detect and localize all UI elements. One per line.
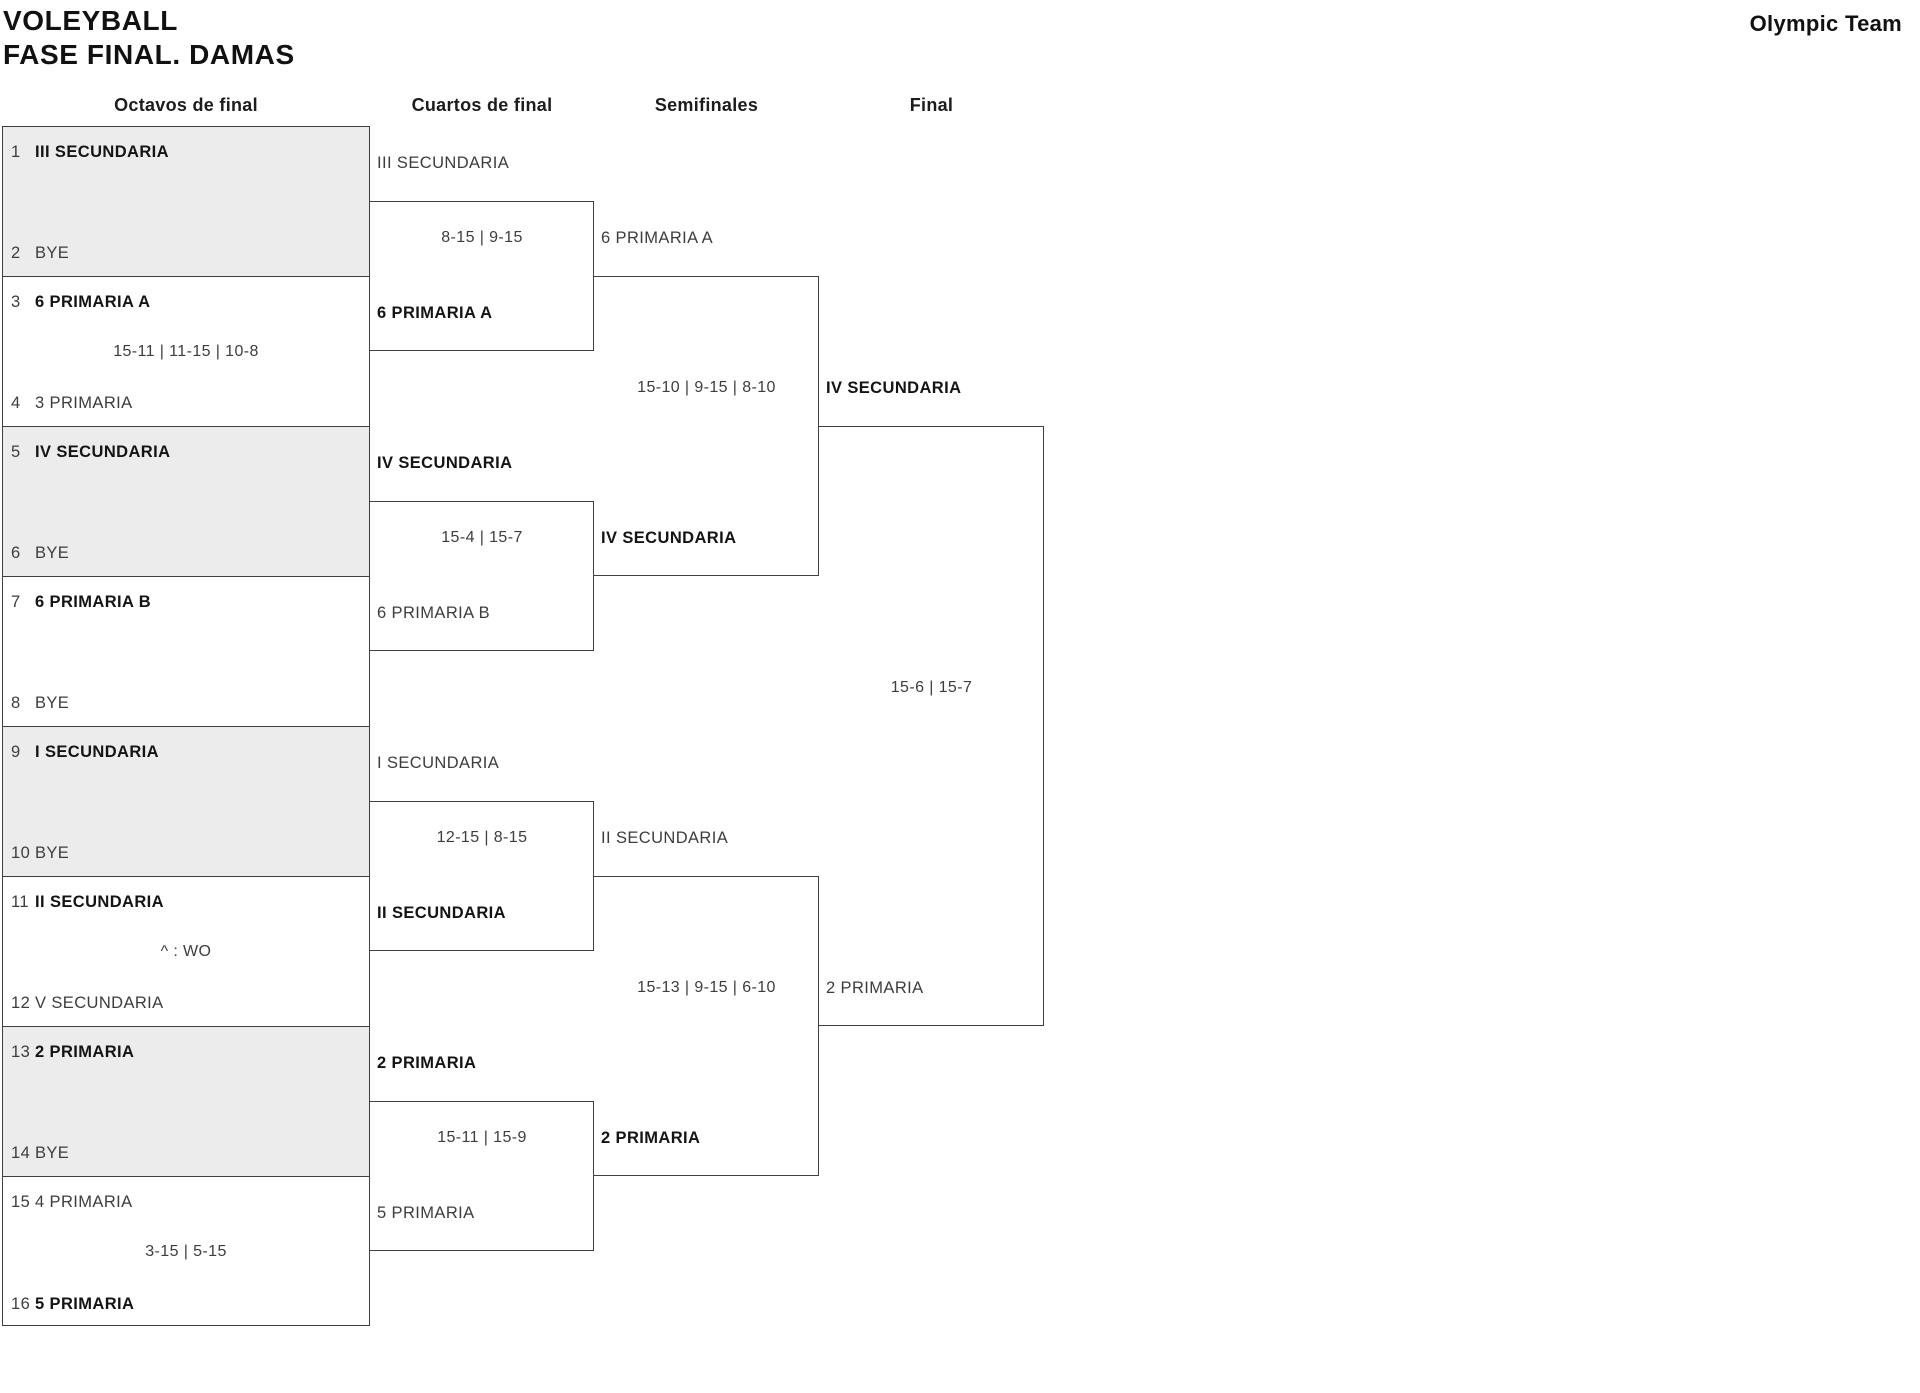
title-line-2: FASE FINAL. DAMAS <box>3 39 295 70</box>
match-box-4: 7 6 PRIMARIA B 8 BYE <box>3 577 369 727</box>
team-name: III SECUNDARIA <box>35 143 169 161</box>
seed-number: 9 <box>11 743 21 761</box>
team-name: V SECUNDARIA <box>35 994 164 1012</box>
walkover-note: ^ : WO <box>160 942 212 960</box>
round-header-octavos: Octavos de final <box>114 95 258 115</box>
match-score: 15-11 | 15-9 <box>437 1129 527 1146</box>
team-label: 6 PRIMARIA A <box>601 229 714 247</box>
team-name: 5 PRIMARIA <box>35 1295 135 1313</box>
team-row: 5 IV SECUNDARIA <box>11 440 363 464</box>
team-name: BYE <box>35 544 70 562</box>
bracket-outline-semifinal-2 <box>594 876 819 1176</box>
title-line-1: VOLEYBALL <box>3 5 178 36</box>
team-label: IV SECUNDARIA <box>601 529 737 547</box>
match-score: 15-6 | 15-7 <box>890 679 973 696</box>
team-name: BYE <box>35 844 70 862</box>
match-score: 15-4 | 15-7 <box>441 529 523 546</box>
bracket-outline-semifinal-1 <box>594 276 819 576</box>
team-name: IV SECUNDARIA <box>35 443 171 461</box>
team-label: 2 PRIMARIA <box>377 1054 477 1072</box>
seed-number: 1 <box>11 143 21 161</box>
match-score: 3-15 | 5-15 <box>145 1243 227 1260</box>
seed-number: 10 <box>11 844 31 862</box>
team-name: 4 PRIMARIA <box>35 1193 133 1211</box>
match-score: 15-11 | 11-15 | 10-8 <box>113 342 259 360</box>
team-name: I SECUNDARIA <box>35 743 159 761</box>
bracket-outline-cuartos-3 <box>370 801 594 951</box>
match-box-1: 1 III SECUNDARIA 2 BYE <box>3 127 369 277</box>
team-label: IV SECUNDARIA <box>377 454 513 472</box>
team-row: 6 BYE <box>11 541 363 565</box>
seed-number: 6 <box>11 544 21 562</box>
team-name: BYE <box>35 244 70 262</box>
seed-number: 8 <box>11 694 21 712</box>
team-name: BYE <box>35 1144 70 1162</box>
team-label: I SECUNDARIA <box>377 754 500 772</box>
match-box-3: 5 IV SECUNDARIA 6 BYE <box>3 427 369 577</box>
bracket-outline-cuartos-1 <box>370 201 594 351</box>
seed-number: 3 <box>11 293 21 311</box>
team-label: III SECUNDARIA <box>377 154 510 172</box>
team-row: 2 BYE <box>11 241 363 265</box>
team-row: 9 I SECUNDARIA <box>11 740 363 764</box>
team-row: 8 BYE <box>11 691 363 715</box>
match-score: 12-15 | 8-15 <box>436 829 528 846</box>
team-row: 7 6 PRIMARIA B <box>11 590 363 614</box>
team-label: IV SECUNDARIA <box>826 379 962 397</box>
team-row: 1 III SECUNDARIA <box>11 140 363 164</box>
team-name: 3 PRIMARIA <box>35 394 133 412</box>
seed-number: 11 <box>11 893 29 911</box>
seed-number: 5 <box>11 443 21 461</box>
match-score: 15-10 | 9-15 | 8-10 <box>637 379 776 396</box>
team-label: II SECUNDARIA <box>601 829 729 847</box>
team-row: 3 6 PRIMARIA A <box>11 290 363 314</box>
team-name: 6 PRIMARIA B <box>35 593 152 611</box>
team-name: II SECUNDARIA <box>35 893 164 911</box>
team-label: 2 PRIMARIA <box>826 979 924 997</box>
team-name: 2 PRIMARIA <box>35 1043 135 1061</box>
seed-number: 2 <box>11 244 21 262</box>
seed-number: 15 <box>11 1193 31 1211</box>
team-label: 5 PRIMARIA <box>377 1204 475 1222</box>
match-box-2: 3 6 PRIMARIA A 15-11 | 11-15 | 10-8 4 3 PR… <box>3 277 369 427</box>
bracket-outline-cuartos-4 <box>370 1101 594 1251</box>
team-label: II SECUNDARIA <box>377 904 506 922</box>
match-score: 8-15 | 9-15 <box>441 229 523 246</box>
seed-number: 12 <box>11 994 31 1012</box>
team-label: 6 PRIMARIA A <box>377 304 493 322</box>
team-row: 11 II SECUNDARIA <box>11 890 363 914</box>
team-row: 4 3 PRIMARIA <box>11 391 363 415</box>
team-label: 6 PRIMARIA B <box>377 604 491 622</box>
bracket-outline-cuartos-2 <box>370 501 594 651</box>
page-title: VOLEYBALL FASE FINAL. DAMAS <box>3 4 295 72</box>
seed-number: 13 <box>11 1043 31 1061</box>
match-score: 15-13 | 9-15 | 6-10 <box>637 979 776 996</box>
seed-number: 4 <box>11 394 21 412</box>
round-header-final: Final <box>909 95 954 115</box>
organization-label: Olympic Team <box>1749 11 1902 36</box>
seed-number: 16 <box>11 1295 31 1313</box>
round-header-semifinales: Semifinales <box>654 95 759 115</box>
seed-number: 7 <box>11 593 21 611</box>
seed-number: 14 <box>11 1144 31 1162</box>
team-name: BYE <box>35 694 70 712</box>
team-label: 2 PRIMARIA <box>601 1129 701 1147</box>
team-name: 6 PRIMARIA A <box>35 293 151 311</box>
bracket-outline-final <box>819 426 1044 1026</box>
round-header-cuartos: Cuartos de final <box>411 95 553 115</box>
